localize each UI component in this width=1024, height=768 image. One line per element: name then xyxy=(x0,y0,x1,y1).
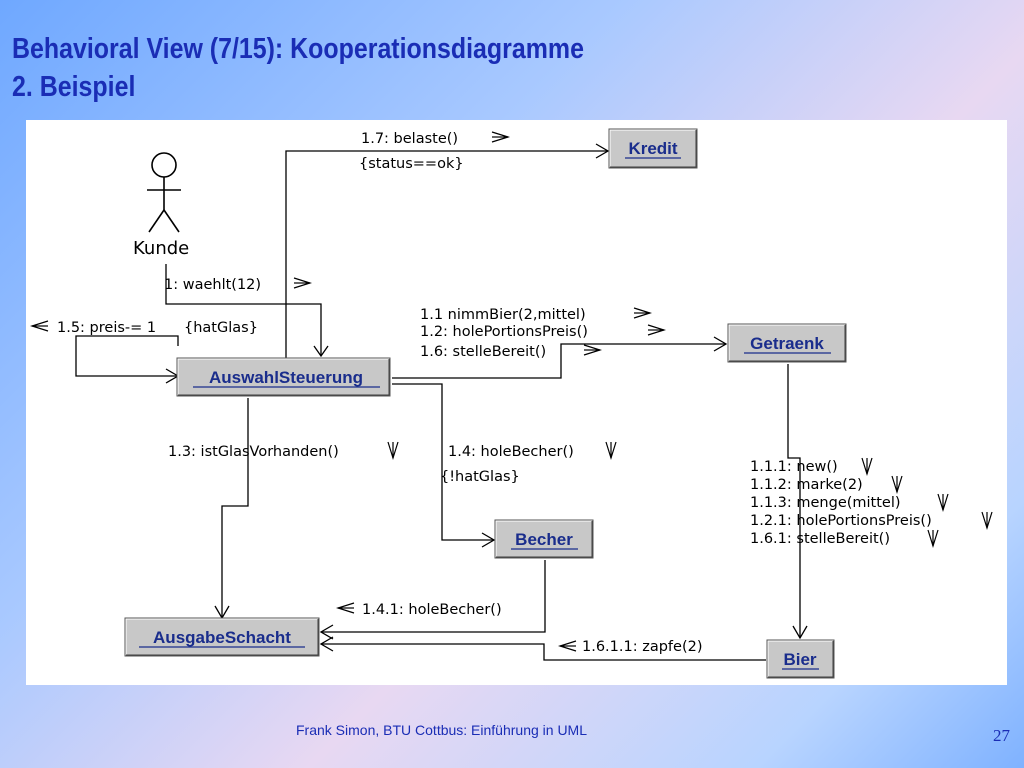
msg-1-4: 1.4: holeBecher() xyxy=(448,444,574,460)
msg-1-6-1-1: 1.6.1.1: zapfe(2) xyxy=(582,639,703,655)
object-bier-label: Bier xyxy=(783,650,816,669)
links xyxy=(75,143,808,661)
msg-1-5: 1.5: preis-= 1 xyxy=(57,320,156,336)
msg-1-1-1: 1.1.1: new() xyxy=(750,459,838,475)
page-number: 27 xyxy=(993,726,1010,745)
object-ausgabeschacht[interactable]: AusgabeSchacht xyxy=(124,617,320,657)
object-ausgabeschacht-label: AusgabeSchacht xyxy=(153,628,291,647)
object-getraenk-label: Getraenk xyxy=(750,334,824,353)
object-auswahlsteuerung[interactable]: AuswahlSteuerung xyxy=(176,357,391,397)
slide-footer: Frank Simon, BTU Cottbus: Einführung in … xyxy=(296,722,588,738)
msg-1-6: 1.6: stelleBereit() xyxy=(420,344,546,360)
object-becher[interactable]: Becher xyxy=(494,519,594,559)
msg-1-1: 1.1 nimmBier(2,mittel) xyxy=(420,307,586,323)
diagram-canvas: Kunde xyxy=(29,128,993,679)
collaboration-diagram: Kunde xyxy=(26,120,1007,685)
msg-1-4-guard: {!hatGlas} xyxy=(440,469,520,485)
msg-1-4-1: 1.4.1: holeBecher() xyxy=(362,602,502,618)
msg-1: 1: waehlt(12) xyxy=(164,277,261,293)
title-line-2: 2. Beispiel xyxy=(12,71,136,103)
slide-title: Behavioral View (7/15): Kooperationsdiag… xyxy=(12,30,584,106)
actor-kunde xyxy=(147,152,181,233)
object-auswahlsteuerung-label: AuswahlSteuerung xyxy=(209,368,363,387)
msg-1-7: 1.7: belaste() xyxy=(361,131,458,147)
msg-1-3: 1.3: istGlasVorhanden() xyxy=(168,444,339,460)
msg-1-6-1: 1.6.1: stelleBereit() xyxy=(750,531,890,547)
msg-1-1-3: 1.1.3: menge(mittel) xyxy=(750,495,901,511)
actor-label: Kunde xyxy=(133,238,189,259)
object-bier[interactable]: Bier xyxy=(766,639,835,679)
object-kredit[interactable]: Kredit xyxy=(608,128,698,169)
object-getraenk[interactable]: Getraenk xyxy=(727,323,847,363)
msg-1-2: 1.2: holePortionsPreis() xyxy=(420,324,588,340)
object-kredit-label: Kredit xyxy=(628,139,677,158)
msg-1-5-guard: {hatGlas} xyxy=(184,320,258,336)
msg-1-7-guard: {status==ok} xyxy=(359,156,464,172)
object-becher-label: Becher xyxy=(515,530,573,549)
message-arrows xyxy=(29,131,993,652)
message-labels: 1.7: belaste() {status==ok} 1: waehlt(12… xyxy=(57,131,932,655)
msg-1-1-2: 1.1.2: marke(2) xyxy=(750,477,863,493)
msg-1-2-1: 1.2.1: holePortionsPreis() xyxy=(750,513,932,529)
title-line-1: Behavioral View (7/15): Kooperationsdiag… xyxy=(12,33,584,65)
